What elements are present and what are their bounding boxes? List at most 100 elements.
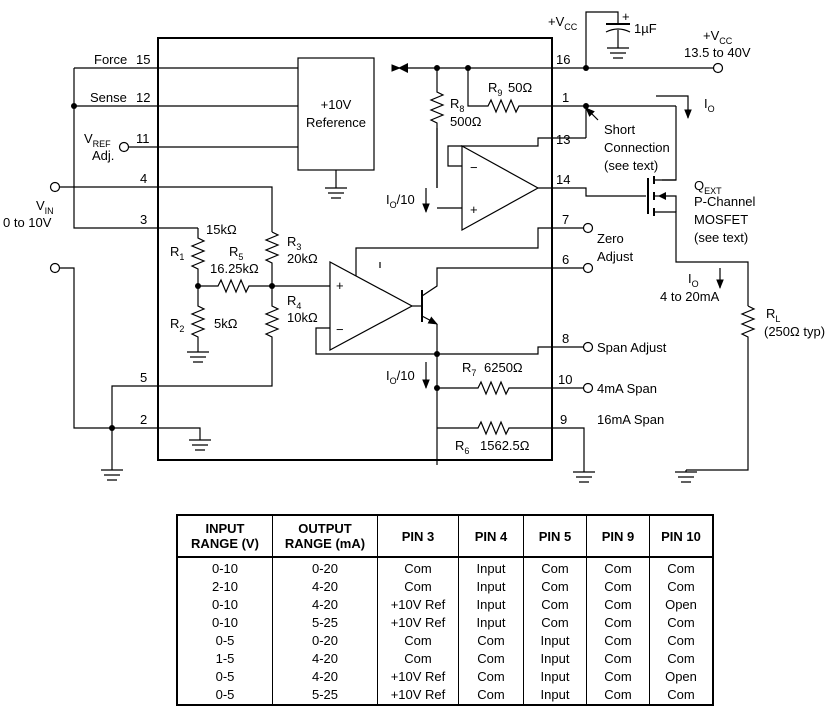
- r9-value: 50Ω: [508, 80, 532, 95]
- table-cell: Com: [586, 650, 650, 668]
- cap-value: 1µF: [634, 21, 657, 36]
- pin-15-num: 15: [136, 52, 150, 67]
- table-cell: Com: [523, 557, 587, 578]
- table-cell: Com: [523, 578, 587, 596]
- pin-7-num: 7: [562, 212, 569, 227]
- r7-label: R7: [462, 360, 476, 378]
- io10-upper: IO/10: [386, 192, 415, 210]
- span16-label: 16mA Span: [597, 412, 664, 427]
- vcc-top-label: +VCC: [548, 14, 578, 32]
- table-cell: Com: [586, 557, 650, 578]
- r7-value: 6250Ω: [484, 360, 523, 375]
- table-cell: 4-20: [272, 596, 378, 614]
- table-cell: 1-5: [176, 650, 273, 668]
- r1-value: 15kΩ: [206, 222, 237, 237]
- col-header: PIN 5: [523, 515, 587, 558]
- pin-14-num: 14: [556, 172, 570, 187]
- pin-3-num: 3: [140, 212, 147, 227]
- table-cell: 0-5: [176, 686, 273, 705]
- table-cell: 0-10: [176, 596, 273, 614]
- r2-value: 5kΩ: [214, 316, 238, 331]
- r3-value: 20kΩ: [287, 251, 318, 266]
- r5-value: 16.25kΩ: [210, 261, 259, 276]
- chip-body: [157, 37, 553, 461]
- table-cell: Com: [586, 578, 650, 596]
- reference-line2: Reference: [306, 115, 366, 130]
- mosfet-line2: MOSFET: [694, 212, 748, 227]
- mosfet-line3: (see text): [694, 230, 748, 245]
- table-cell: 0-5: [176, 668, 273, 686]
- zero-adjust-line2: Adjust: [597, 249, 634, 264]
- vin-label: VIN: [36, 198, 54, 216]
- vin-range: 0 to 10V: [3, 215, 52, 230]
- table-cell: Com: [377, 557, 459, 578]
- table-cell: Com: [586, 686, 650, 705]
- pin-8-num: 8: [562, 331, 569, 346]
- table-cell: 4-20: [272, 578, 378, 596]
- r4-label: R4: [287, 293, 301, 311]
- table-cell: 0-20: [272, 557, 378, 578]
- r8-value: 500Ω: [450, 114, 482, 129]
- r5-label: R5: [229, 244, 243, 262]
- table-cell: Com: [586, 614, 650, 632]
- table-cell: Com: [586, 632, 650, 650]
- table-cell: Com: [458, 632, 524, 650]
- table-cell: 4-20: [272, 650, 378, 668]
- table-cell: Com: [377, 650, 459, 668]
- vcc-right-label: +VCC: [703, 28, 733, 46]
- table-cell: Com: [458, 686, 524, 705]
- pin-1-num: 1: [562, 90, 569, 105]
- table-cell: 4-20: [272, 668, 378, 686]
- table-cell: 0-5: [176, 632, 273, 650]
- table-cell: 0-20: [272, 632, 378, 650]
- pin-6-num: 6: [562, 252, 569, 267]
- table-cell: 5-25: [272, 614, 378, 632]
- table-cell: Com: [649, 650, 714, 668]
- pin-4-num: 4: [140, 171, 147, 186]
- vref-adj-label: Adj.: [92, 148, 114, 163]
- table-cell: Input: [523, 650, 587, 668]
- reference-box: [297, 57, 375, 171]
- io-out-label: IO: [688, 271, 699, 289]
- short-line3: (see text): [604, 158, 658, 173]
- col-header: PIN 3: [377, 515, 459, 558]
- qext-label: QEXT: [694, 178, 722, 196]
- table-cell: Com: [586, 668, 650, 686]
- r3-label: R3: [287, 234, 301, 252]
- opamp1-minus: −: [336, 322, 344, 337]
- short-line1: Short: [604, 122, 635, 137]
- pin-11-num: 11: [136, 131, 150, 146]
- circuit-schematic: +10V Reference Force 15 Sense 12 VREF Ad…: [3, 9, 825, 483]
- io10-lower: IO/10: [386, 368, 415, 386]
- table-cell: Input: [458, 557, 524, 578]
- r6-value: 1562.5Ω: [480, 438, 530, 453]
- opamp2-minus: −: [470, 160, 478, 175]
- table-cell: Open: [649, 596, 714, 614]
- pin-sense-label: Sense: [90, 90, 127, 105]
- table-cell: Input: [458, 596, 524, 614]
- table-cell: Open: [649, 668, 714, 686]
- col-header: PIN 4: [458, 515, 524, 558]
- io-range: 4 to 20mA: [660, 289, 720, 304]
- r4-value: 10kΩ: [287, 310, 318, 325]
- table-cell: Com: [649, 578, 714, 596]
- table-cell: Input: [458, 578, 524, 596]
- cap-plus: +: [622, 9, 630, 24]
- table-cell: 0-10: [176, 557, 273, 578]
- table-cell: 2-10: [176, 578, 273, 596]
- table-cell: Com: [377, 632, 459, 650]
- vcc-range: 13.5 to 40V: [684, 45, 751, 60]
- short-line2: Connection: [604, 140, 670, 155]
- table-cell: Com: [649, 686, 714, 705]
- table-cell: +10V Ref: [377, 596, 459, 614]
- span-adjust-label: Span Adjust: [597, 340, 667, 355]
